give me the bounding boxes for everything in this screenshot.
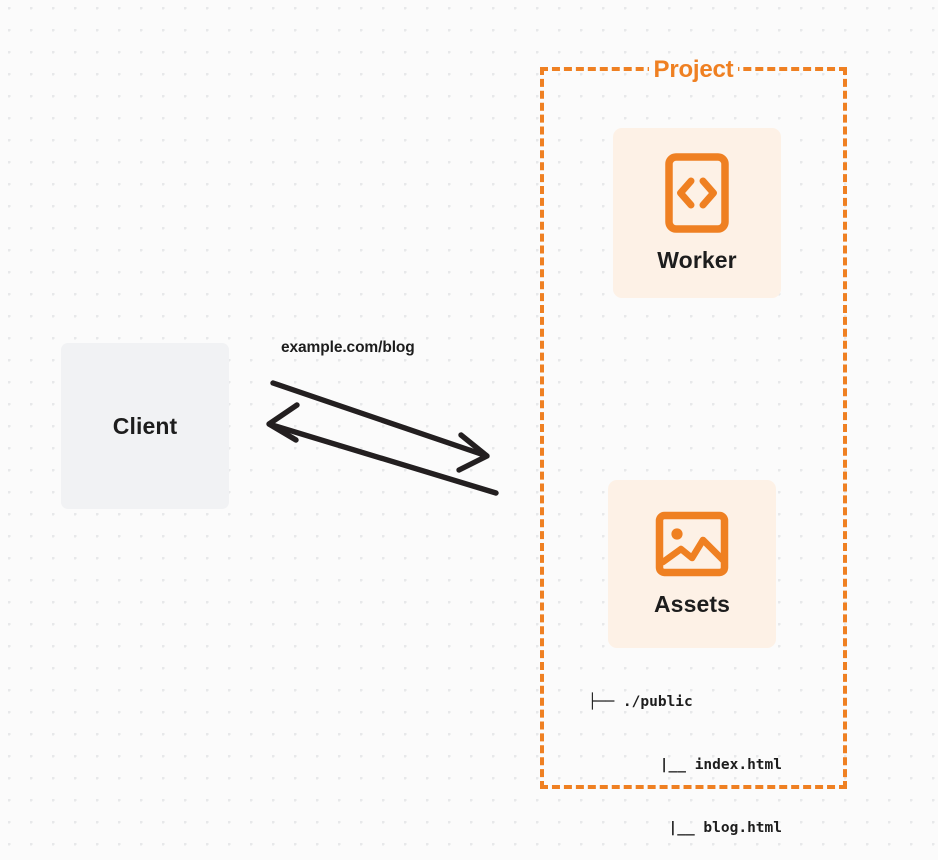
file-tree-row: |__ index.html [588,755,782,776]
code-brackets-icon [665,152,729,233]
asset-file-tree: ├── ./public |__ index.html |__ blog.htm… [588,650,782,860]
client-node[interactable]: Client [61,343,229,509]
file-tree-row-text: ├── ./public [588,694,693,710]
file-tree-row-text: |__ blog.html [668,820,783,836]
request-url-label: example.com/blog [281,339,415,356]
worker-node[interactable]: Worker [613,128,781,298]
file-tree-row: ├── ./public [588,692,782,713]
image-icon [655,511,729,577]
project-group: Project [540,56,847,789]
assets-node[interactable]: Assets [608,480,776,648]
client-node-label: Client [112,412,178,439]
file-tree-row: |__ blog.html [588,818,783,839]
file-tree-row-text: |__ index.html [659,757,782,773]
assets-node-label: Assets [653,590,731,617]
worker-node-label: Worker [657,246,737,273]
request-arrow [270,380,490,473]
project-group-title: Project [648,56,739,84]
response-arrow [266,402,499,496]
